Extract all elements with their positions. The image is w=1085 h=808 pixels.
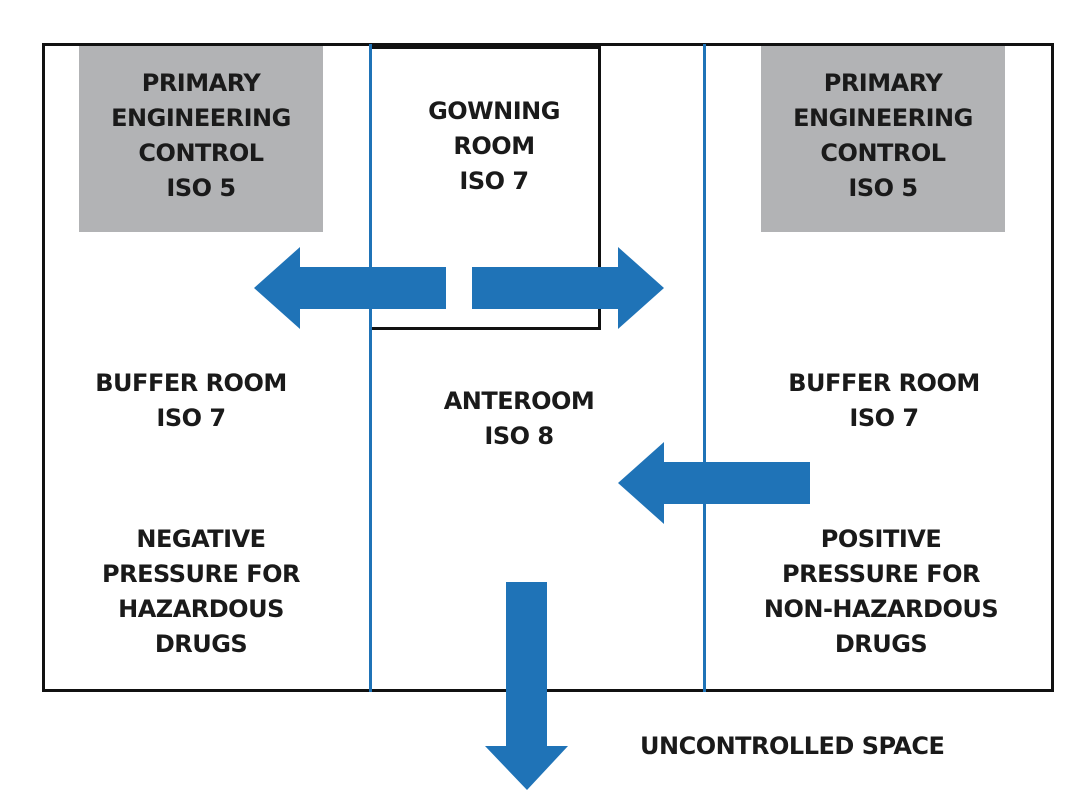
right-buffer-room-label: BUFFER ROOM ISO 7 [788, 369, 980, 432]
uncontrolled-space-label: UNCONTROLLED SPACE [640, 732, 945, 760]
arrow-right-to-anteroom [472, 247, 664, 329]
right-divider-line [703, 44, 706, 692]
negative-pressure-label: NEGATIVE PRESSURE FOR HAZARDOUS DRUGS [102, 525, 300, 658]
gowning-room-box [371, 46, 601, 330]
left-buffer-room-label: BUFFER ROOM ISO 7 [95, 369, 287, 432]
cleanroom-boundary [42, 43, 1054, 692]
positive-pressure-label: POSITIVE PRESSURE FOR NON-HAZARDOUS DRUG… [763, 525, 999, 658]
left-primary-engineering-control [79, 46, 323, 232]
left-divider-line [369, 44, 372, 692]
left-pec-label: PRIMARY ENGINEERING CONTROL ISO 5 [111, 69, 291, 202]
arrow-left-to-buffer [254, 247, 446, 329]
right-primary-engineering-control [761, 46, 1005, 232]
anteroom-label: ANTEROOM ISO 8 [443, 387, 595, 450]
arrow-from-positive-buffer [618, 442, 810, 524]
gowning-room-label: GOWNING ROOM ISO 7 [428, 97, 560, 195]
right-pec-label: PRIMARY ENGINEERING CONTROL ISO 5 [793, 69, 973, 202]
arrow-down-to-uncontrolled [485, 582, 568, 790]
